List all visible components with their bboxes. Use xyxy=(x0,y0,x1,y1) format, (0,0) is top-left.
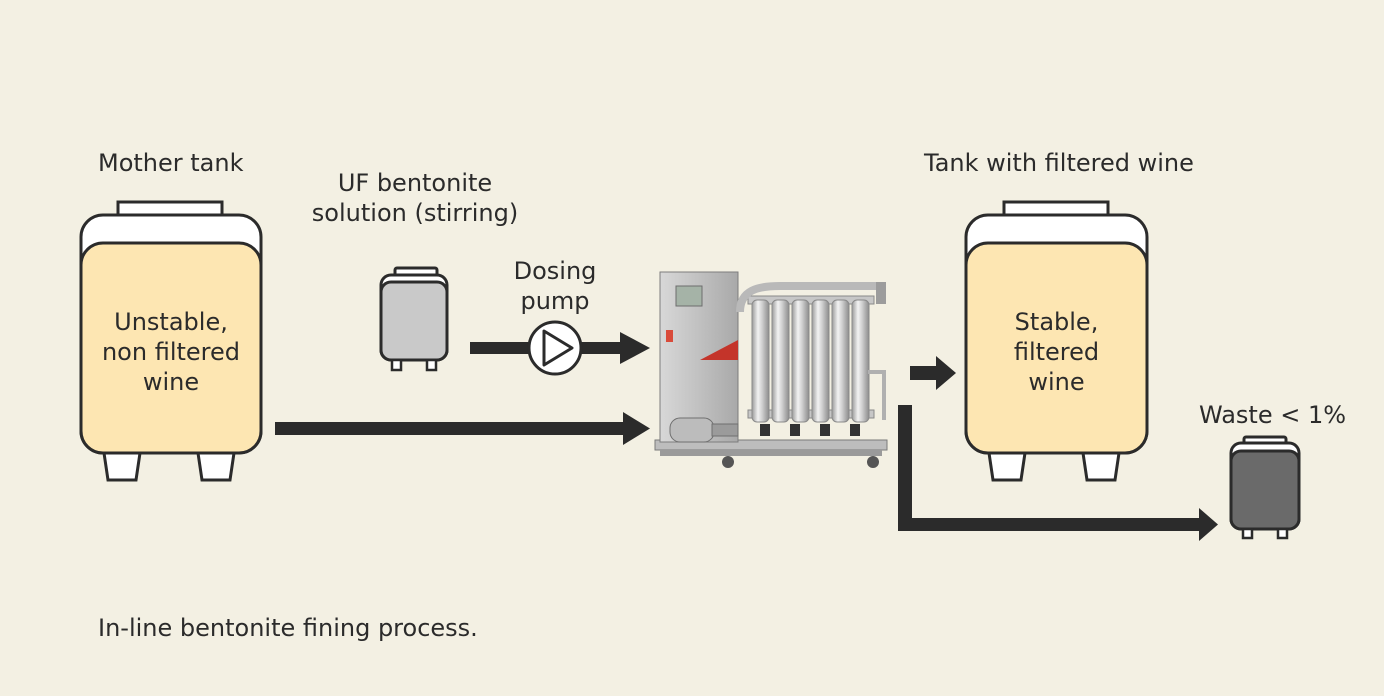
tank-filtered-label: Tank with filtered wine xyxy=(924,149,1194,177)
main-feed-arrow xyxy=(275,412,650,445)
figure-caption: In-line bentonite fining process. xyxy=(98,614,478,642)
bentonite-container xyxy=(379,266,449,372)
waste-arrow xyxy=(898,405,1218,541)
waste-container xyxy=(1229,435,1301,540)
filtered-tank-content: Stable, filtered wine xyxy=(1013,308,1100,396)
waste-label: Waste < 1% xyxy=(1199,401,1347,429)
crossflow-filter-unit-icon xyxy=(654,271,888,468)
dosing-pump-label: Dosing pump xyxy=(513,257,597,315)
filtered-tank xyxy=(964,200,1149,482)
uf-bentonite-label: UF bentonite solution (stirring) xyxy=(311,169,519,227)
pump-symbol-icon xyxy=(527,320,583,376)
dosing-line xyxy=(470,320,650,376)
mother-tank xyxy=(79,200,263,482)
mother-tank-label: Mother tank xyxy=(98,149,244,177)
mother-tank-content: Unstable, non filtered wine xyxy=(101,308,241,396)
filtered-output-arrow xyxy=(910,356,956,390)
